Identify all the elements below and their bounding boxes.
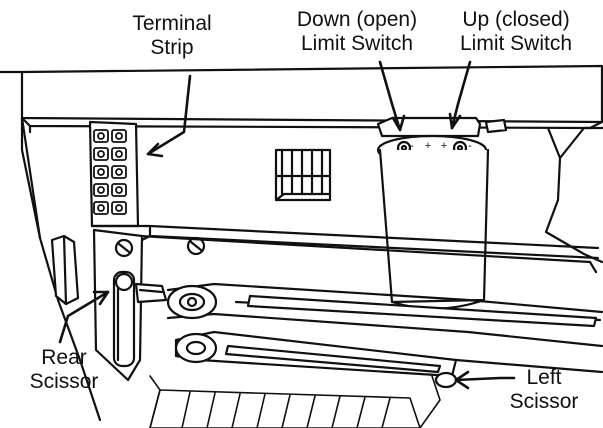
left-scissor-arms	[166, 282, 603, 389]
left-side-wall	[0, 70, 102, 422]
actuator-cylinder	[378, 148, 490, 310]
down-limit-switch-label-line2: Limit Switch	[300, 32, 414, 55]
frame-screw-icon	[186, 236, 206, 256]
rear-scissor-label: Rear Scissor	[14, 346, 114, 394]
down-switch-leader	[378, 60, 402, 132]
down-limit-switch-label: Down (open) Limit Switch	[282, 8, 432, 56]
rear-scissor-label-line2: Scissor	[29, 370, 99, 393]
terminal-strip-label: Terminal Strip	[112, 12, 232, 60]
lower-base-plate	[149, 375, 441, 428]
left-scissor-leader	[454, 376, 516, 382]
rear-scissor-assembly	[112, 270, 168, 368]
upper-frame-rail	[90, 224, 600, 274]
right-side-wall	[544, 126, 603, 264]
terminal-strip	[88, 120, 140, 228]
leader-arrows	[58, 60, 516, 390]
up-limit-switch-label-line1: Up (closed)	[462, 8, 570, 31]
terminal-strip-label-line1: Terminal	[132, 12, 212, 35]
rear-scissor-leader	[58, 290, 110, 344]
up-limit-switch-label: Up (closed) Limit Switch	[436, 8, 596, 56]
up-switch-leader	[450, 60, 472, 130]
center-clip-block	[274, 148, 332, 202]
switch-mark-minus-left: -	[410, 140, 414, 152]
up-limit-switch-label-line2: Limit Switch	[459, 32, 573, 55]
left-scissor-label: Left Scissor	[494, 366, 594, 414]
terminal-strip-leader	[146, 74, 192, 156]
switch-mark-plus-left: +	[424, 140, 432, 152]
left-bracket	[50, 234, 80, 306]
rear-plate-screw-icon	[114, 238, 134, 258]
switch-mark-minus-right: -	[468, 140, 472, 152]
down-limit-switch-label-line1: Down (open)	[296, 8, 418, 31]
terminal-strip-label-line2: Strip	[150, 36, 194, 59]
left-scissor-label-line1: Left	[526, 366, 562, 389]
rear-scissor-label-line1: Rear	[41, 346, 87, 369]
switch-mark-plus-right: +	[440, 140, 448, 152]
left-scissor-label-line2: Scissor	[509, 390, 579, 413]
